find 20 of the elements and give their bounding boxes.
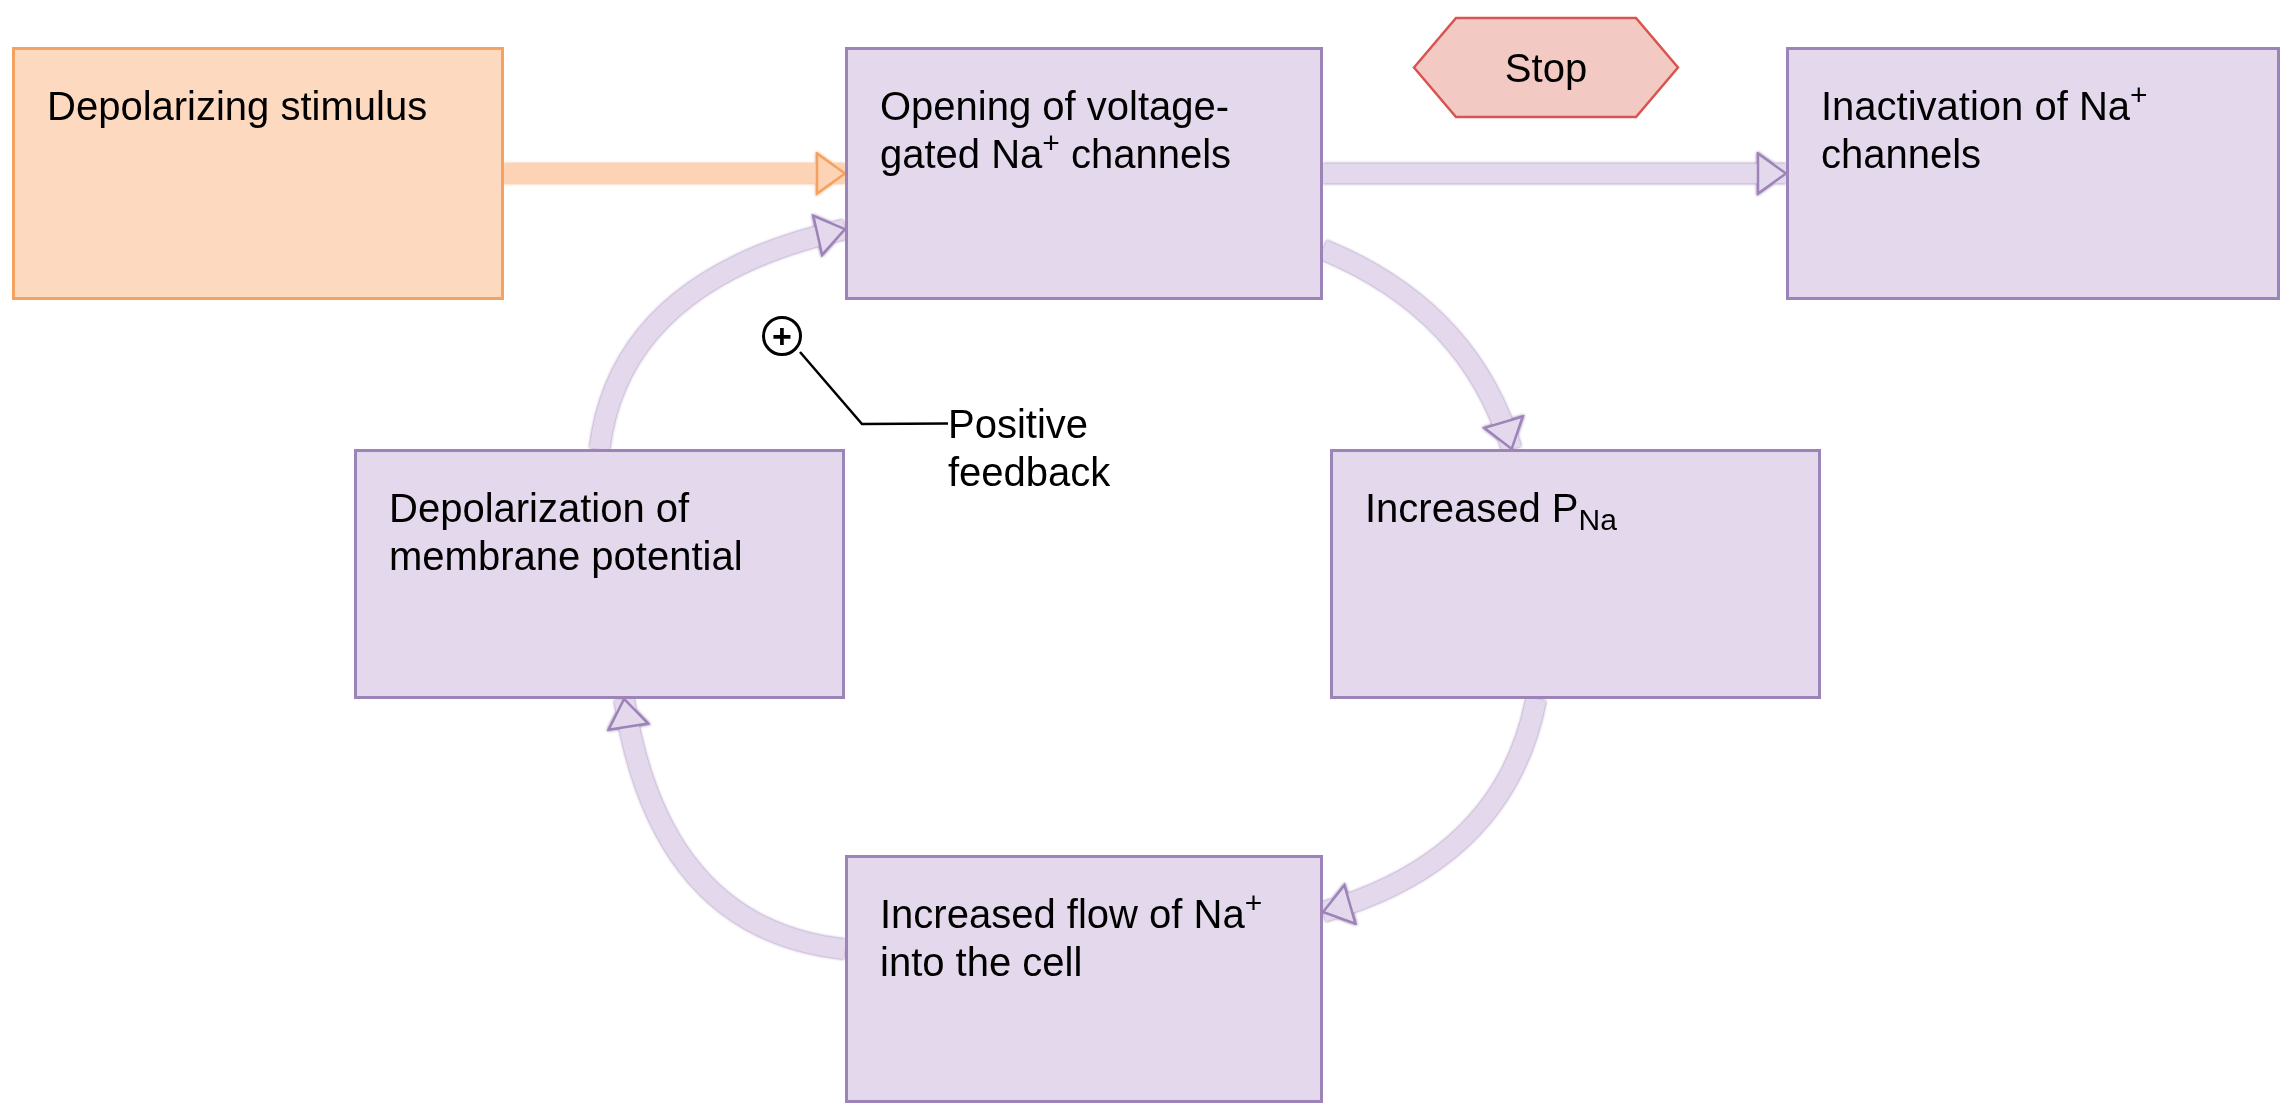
process-box (354, 449, 845, 699)
leader-line (799, 351, 948, 426)
node-text: Increased flow of Na$^{+}$ into the cell (880, 890, 1264, 986)
node-text: Depolarization of membrane potential (389, 485, 744, 580)
process-box (845, 47, 1323, 300)
node-text: Stop (1504, 44, 1588, 92)
plus-symbol (762, 316, 802, 356)
process-box (845, 855, 1323, 1103)
node-text: Opening of voltage-gated Na$^{+}$ channels (880, 83, 1233, 178)
node-text: Inactivation of Na$^{+}$ channels (1821, 82, 2149, 178)
block-arrow (1323, 152, 1788, 195)
process-box (1786, 47, 2280, 300)
node-text: Increased P$_{Na}$ (1365, 485, 1618, 532)
stimulus-box (12, 47, 504, 300)
block-arrow (504, 152, 847, 195)
plus-sign: + (772, 319, 792, 353)
process-box (1330, 449, 1821, 699)
node-text: Depolarizing stimulus (47, 83, 429, 130)
block-arrow (608, 697, 847, 960)
node-text: Positive feedback (948, 401, 1112, 496)
